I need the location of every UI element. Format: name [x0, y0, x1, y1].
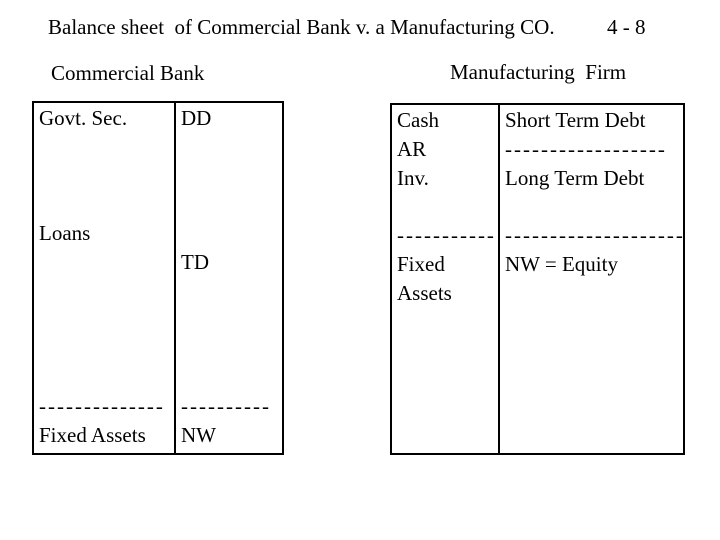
- firm-heading: Manufacturing Firm: [450, 60, 627, 84]
- table-line: Inv.: [397, 165, 429, 190]
- table-line: [39, 363, 171, 392]
- table-line: Cash: [397, 108, 439, 132]
- table-line: [181, 162, 279, 191]
- table-line: Fixed Assets: [39, 422, 146, 447]
- firm-balance-sheet-table: Cash AR Inv. ----------- Fixed Assets Sh…: [390, 103, 685, 455]
- table-line: [39, 277, 171, 306]
- table-line: Assets: [397, 280, 452, 305]
- table-line: Short Term Debt: [505, 108, 646, 132]
- table-line: [181, 334, 279, 363]
- bank-assets-column: Govt. Sec. Loans -------------- Fixed As…: [34, 103, 176, 453]
- table-line: [39, 334, 171, 363]
- table-line: [505, 192, 680, 221]
- table-line: [39, 190, 171, 219]
- table-line: Long Term Debt: [505, 165, 645, 190]
- bank-liabilities-column: DD TD ---------- NW: [176, 103, 282, 453]
- table-line: AR: [397, 136, 427, 161]
- table-line: [39, 248, 171, 277]
- table-line: NW = Equity: [505, 251, 618, 276]
- divider-dashes: --------------: [39, 393, 165, 418]
- table-line: [181, 190, 279, 219]
- table-line: [181, 133, 279, 162]
- table-line: Loans: [39, 221, 91, 246]
- table-line: [181, 306, 279, 335]
- table-line: [39, 133, 171, 162]
- divider-dashes: ----------: [181, 393, 271, 418]
- table-line: [39, 162, 171, 191]
- divider-dashes: -----------: [397, 223, 496, 248]
- divider-dashes: ------------------: [505, 136, 667, 161]
- table-line: NW: [181, 422, 216, 447]
- firm-liabilities-column: Short Term Debt ------------------ Long …: [500, 105, 683, 453]
- table-line: Fixed: [397, 251, 445, 276]
- table-line: [181, 363, 279, 392]
- bank-balance-sheet-table: Govt. Sec. Loans -------------- Fixed As…: [32, 101, 284, 455]
- divider-dashes: --------------------: [505, 223, 683, 248]
- firm-assets-column: Cash AR Inv. ----------- Fixed Assets: [392, 105, 500, 453]
- page-number: 4 - 8: [607, 15, 646, 39]
- table-line: [181, 277, 279, 306]
- table-line: TD: [181, 249, 209, 274]
- table-line: [39, 306, 171, 335]
- bank-heading: Commercial Bank: [51, 61, 205, 85]
- table-line: [397, 192, 495, 221]
- table-line: [181, 219, 279, 248]
- table-line: Govt. Sec.: [39, 106, 128, 130]
- slide-title: Balance sheet of Commercial Bank v. a Ma…: [48, 15, 555, 39]
- table-line: DD: [181, 106, 212, 130]
